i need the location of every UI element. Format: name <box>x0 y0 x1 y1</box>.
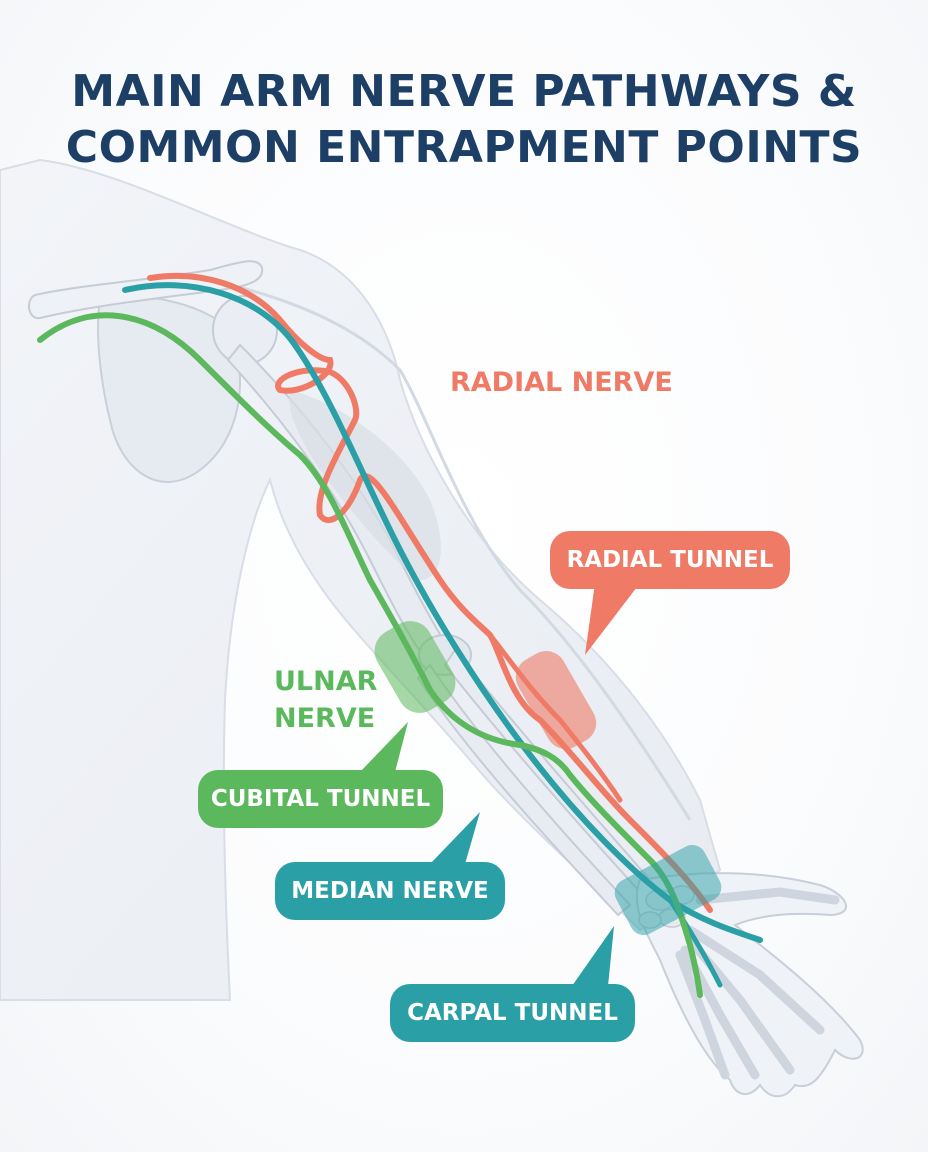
median-nerve-callout: MEDIAN NERVE <box>275 862 505 920</box>
carpal-tunnel-marker <box>614 844 722 936</box>
radial-tunnel-pointer <box>585 583 640 655</box>
radial-tunnel-marker <box>515 651 597 749</box>
cubital-tunnel-marker <box>374 621 456 713</box>
radial-tunnel-callout: RADIAL TUNNEL <box>550 531 790 589</box>
carpal-tunnel-callout: CARPAL TUNNEL <box>390 984 635 1042</box>
radial-nerve-label: RADIAL NERVE <box>450 367 673 398</box>
arm-outline <box>209 278 692 821</box>
biceps-muscle <box>289 390 441 580</box>
carpal-tunnel-pointer <box>572 926 614 986</box>
cubital-tunnel-pointer <box>360 722 408 772</box>
page-title-line-2: COMMON ENTRAPMENT POINTS <box>65 122 863 173</box>
ulnar-nerve-label-line-2: NERVE <box>274 703 376 734</box>
ulnar-nerve-label-line-1: ULNAR <box>274 666 378 697</box>
scapula-bone <box>97 295 241 483</box>
page-title-line-1: MAIN ARM NERVE PATHWAYS & <box>71 66 857 117</box>
cubital-tunnel-callout: CUBITAL TUNNEL <box>198 770 443 828</box>
median-nerve-pointer <box>430 812 480 864</box>
